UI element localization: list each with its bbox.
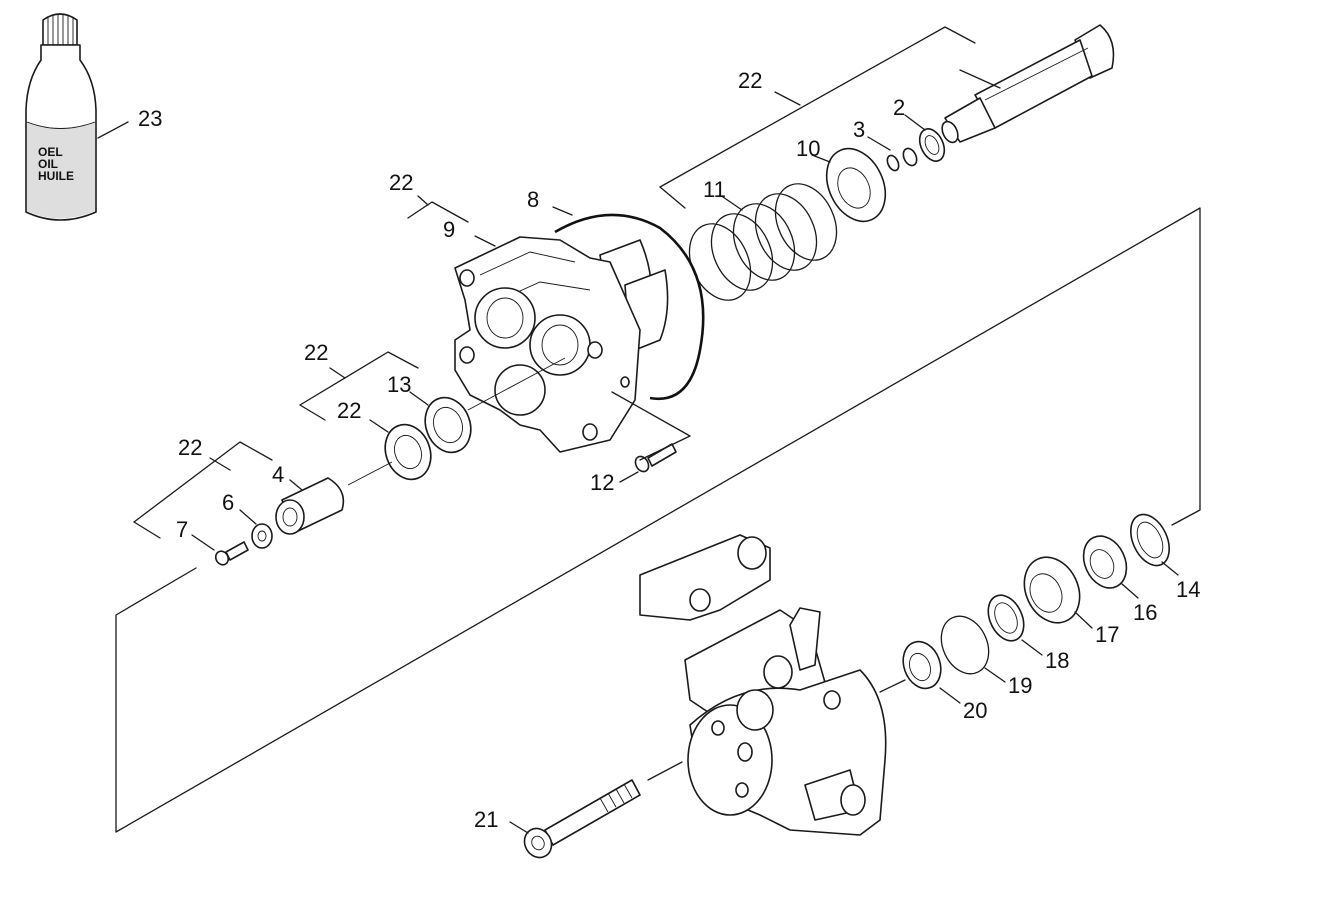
callout-15[interactable]: 16: [1133, 600, 1157, 625]
oil-bottle[interactable]: OEL OIL HUILE: [25, 13, 97, 221]
callout-11[interactable]: 9: [443, 217, 455, 242]
callout-22-lower[interactable]: 22: [178, 435, 202, 460]
seal-16[interactable]: [1014, 548, 1090, 632]
callout-7[interactable]: 7: [176, 517, 188, 542]
callout-10[interactable]: 8: [527, 187, 539, 212]
o-ring-10[interactable]: [554, 213, 705, 401]
bottle-label-line-1: OEL: [38, 145, 63, 159]
callout-17[interactable]: 18: [1045, 648, 1069, 673]
pump-housing[interactable]: [639, 534, 887, 836]
callout-3[interactable]: 3: [853, 117, 865, 142]
seal-20[interactable]: [378, 418, 438, 486]
callout-21[interactable]: 21: [474, 807, 498, 832]
callout-8[interactable]: 10: [796, 136, 820, 161]
callout-9[interactable]: 11: [703, 177, 726, 202]
callout-4[interactable]: 4: [272, 462, 284, 487]
callout-22-top[interactable]: 22: [738, 68, 762, 93]
bottle-label-line-2: OIL: [38, 157, 58, 171]
callout-14[interactable]: 14: [1176, 577, 1200, 602]
callout-22-middle[interactable]: 22: [304, 340, 328, 365]
seal-15[interactable]: [1075, 529, 1134, 595]
o-ring-3[interactable]: [885, 146, 919, 172]
seal-13[interactable]: [418, 391, 478, 459]
ring-17[interactable]: [981, 589, 1030, 646]
callout-22-upper[interactable]: 22: [389, 170, 413, 195]
sleeve-4[interactable]: [275, 477, 345, 535]
screw-7[interactable]: [213, 541, 249, 567]
washer-6[interactable]: [251, 523, 273, 549]
callout-23[interactable]: 23: [138, 106, 162, 131]
callout-6[interactable]: 6: [222, 490, 234, 515]
assembly-frame-line: [115, 207, 1201, 833]
o-ring-18[interactable]: [932, 609, 997, 682]
spring-9[interactable]: [678, 174, 849, 310]
callout-20[interactable]: 22: [337, 398, 361, 423]
callout-16[interactable]: 17: [1095, 622, 1119, 647]
seal-19[interactable]: [897, 636, 947, 693]
callout-18[interactable]: 19: [1008, 673, 1032, 698]
piston[interactable]: [939, 24, 1115, 145]
screw-12[interactable]: [633, 443, 677, 474]
bolt-21[interactable]: [519, 779, 641, 862]
washer-8[interactable]: [815, 139, 896, 231]
callout-13[interactable]: 13: [387, 372, 411, 397]
cylinder-head-11[interactable]: [454, 236, 669, 453]
callout-2[interactable]: 2: [893, 95, 905, 120]
bottle-label-line-3: HUILE: [38, 169, 74, 183]
callout-19[interactable]: 20: [963, 698, 987, 723]
ring-14[interactable]: [1123, 508, 1177, 571]
seal-ring-2[interactable]: [915, 125, 949, 165]
callout-12[interactable]: 12: [590, 470, 614, 495]
